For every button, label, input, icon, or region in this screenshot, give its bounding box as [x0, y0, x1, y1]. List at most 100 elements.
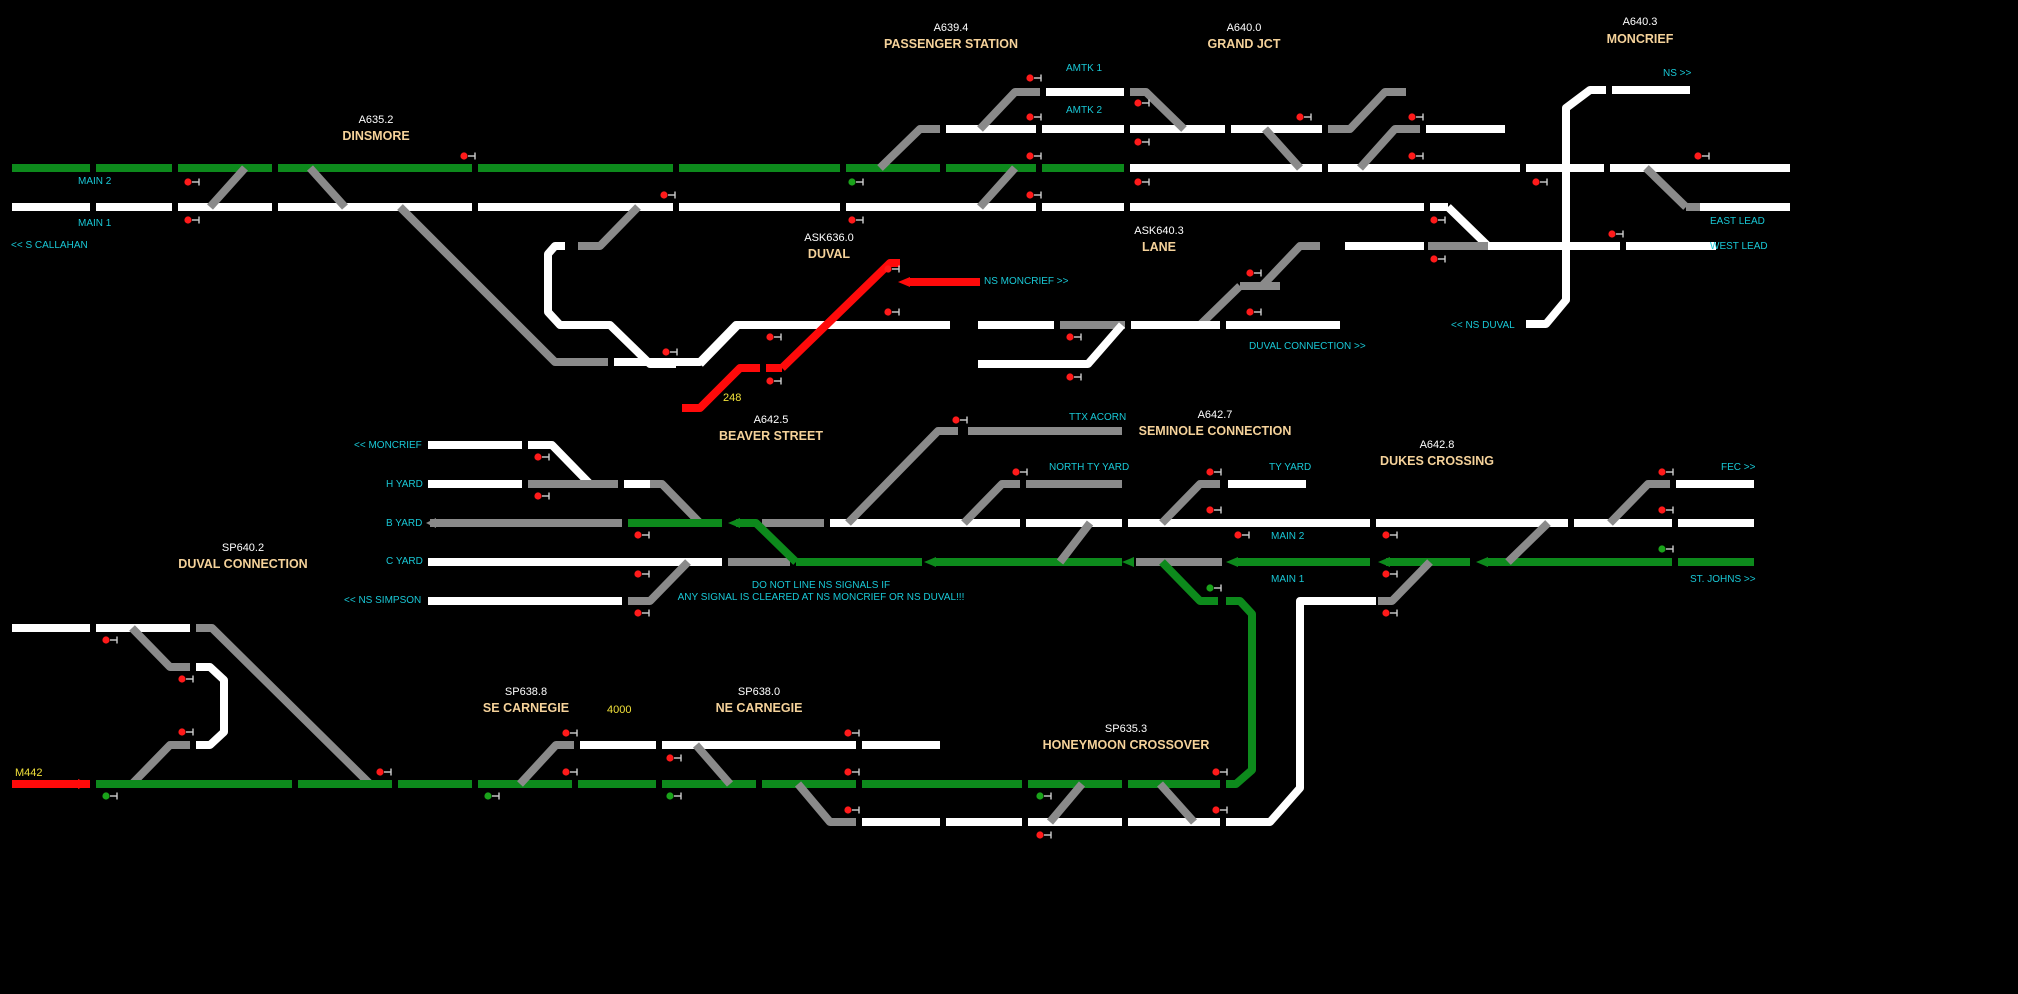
signal-stop[interactable] [660, 191, 676, 199]
milepost-label: SP635.3 [1104, 723, 1148, 735]
milepost-label: ASK640.3 [1134, 225, 1184, 237]
signal-stop[interactable] [562, 729, 578, 737]
signal-stop[interactable] [1532, 178, 1548, 186]
signal-stop[interactable] [534, 453, 550, 461]
signal-stop[interactable] [1134, 138, 1150, 146]
seminole-route[interactable] [1159, 559, 1218, 605]
track-label-main1-mid: MAIN 1 [1271, 574, 1305, 585]
crossover-dinsmore-2[interactable] [307, 165, 348, 210]
train-tag-m442[interactable]: M442 [15, 767, 43, 779]
ns-diamond[interactable] [1562, 86, 1606, 168]
signal-stop[interactable] [1066, 333, 1082, 341]
signal-stop[interactable] [1246, 269, 1262, 277]
signal-stop[interactable] [634, 570, 650, 578]
signal-stop[interactable] [1026, 191, 1042, 199]
signal-stop[interactable] [1026, 113, 1042, 121]
track-label-b-yard: B YARD [386, 518, 423, 529]
track-label-ns-up: NS >> [1663, 68, 1692, 79]
warning-line-2: ANY SIGNAL IS CLEARED AT NS MONCRIEF OR … [677, 592, 965, 603]
signal-stop[interactable] [666, 754, 682, 762]
signal-stop[interactable] [1246, 308, 1262, 316]
station-name: GRAND JCT [1207, 37, 1281, 51]
duval-branch[interactable] [397, 204, 608, 366]
signals[interactable] [102, 74, 1710, 839]
signal-stop[interactable] [1430, 255, 1446, 263]
signal-clear[interactable] [1206, 584, 1222, 592]
train-tag-4000[interactable]: 4000 [607, 704, 632, 716]
signal-stop[interactable] [460, 152, 476, 160]
signal-stop[interactable] [1296, 113, 1312, 121]
signal-stop[interactable] [844, 729, 860, 737]
signal-stop[interactable] [766, 333, 782, 341]
milepost-label: SP638.0 [737, 686, 781, 698]
signal-clear[interactable] [484, 792, 500, 800]
signal-stop[interactable] [184, 178, 200, 186]
station-name: HONEYMOON CROSSOVER [1042, 738, 1210, 752]
signal-stop[interactable] [184, 216, 200, 224]
signal-stop[interactable] [1382, 570, 1398, 578]
signal-stop[interactable] [376, 768, 392, 776]
signal-stop[interactable] [1134, 178, 1150, 186]
signal-stop[interactable] [1206, 468, 1222, 476]
signal-stop[interactable] [1206, 506, 1222, 514]
track-label-s-callahan: << S CALLAHAN [11, 240, 88, 251]
signal-stop[interactable] [178, 675, 194, 683]
signal-clear[interactable] [1658, 545, 1674, 553]
signal-stop[interactable] [766, 377, 782, 385]
signal-stop[interactable] [848, 216, 864, 224]
track-label-fec: FEC >> [1721, 462, 1756, 473]
signal-stop[interactable] [1608, 230, 1624, 238]
signal-stop[interactable] [1658, 506, 1674, 514]
signal-stop[interactable] [844, 806, 860, 814]
signal-stop[interactable] [178, 728, 194, 736]
signal-stop[interactable] [1382, 531, 1398, 539]
signal-stop[interactable] [662, 348, 678, 356]
signal-stop[interactable] [884, 265, 900, 273]
signal-stop[interactable] [1026, 74, 1042, 82]
track-label-ns-simpson: << NS SIMPSON [344, 595, 422, 606]
track-label-st-johns: ST. JOHNS >> [1690, 574, 1756, 585]
signal-clear[interactable] [848, 178, 864, 186]
signal-stop[interactable] [1408, 113, 1424, 121]
warning-line-1: DO NOT LINE NS SIGNALS IF [751, 580, 891, 591]
signal-stop[interactable] [884, 308, 900, 316]
signal-stop[interactable] [562, 768, 578, 776]
track-label-main2-mid: MAIN 2 [1271, 531, 1305, 542]
signal-stop[interactable] [1026, 152, 1042, 160]
signal-stop[interactable] [844, 768, 860, 776]
track-label-ns-moncrief: NS MONCRIEF >> [984, 276, 1069, 287]
warning-notice: DO NOT LINE NS SIGNALS IF ANY SIGNAL IS … [678, 580, 965, 604]
signal-stop[interactable] [952, 416, 968, 424]
signal-stop[interactable] [1212, 806, 1228, 814]
signal-clear[interactable] [666, 792, 682, 800]
milepost-label: A640.0 [1226, 22, 1262, 34]
signal-stop[interactable] [1658, 468, 1674, 476]
crossover-dinsmore-1[interactable] [207, 165, 248, 210]
train-tag-248[interactable]: 248 [723, 392, 742, 404]
signal-stop[interactable] [534, 492, 550, 500]
signal-stop[interactable] [1036, 831, 1052, 839]
signal-stop[interactable] [634, 609, 650, 617]
track-label-amtk2: AMTK 2 [1066, 105, 1103, 116]
signal-clear[interactable] [1036, 792, 1052, 800]
track-label-main2-upper: MAIN 2 [78, 176, 112, 187]
signal-stop[interactable] [1134, 99, 1150, 107]
signal-stop[interactable] [1382, 609, 1398, 617]
main-1-upper[interactable] [12, 203, 1790, 250]
duval-loop[interactable] [544, 242, 676, 368]
signal-stop[interactable] [1234, 531, 1250, 539]
signal-stop[interactable] [634, 531, 650, 539]
signal-stop[interactable] [1694, 152, 1710, 160]
signal-stop[interactable] [1430, 216, 1446, 224]
signal-stop[interactable] [1212, 768, 1228, 776]
signal-stop[interactable] [1012, 468, 1028, 476]
passenger-lead[interactable] [877, 125, 940, 171]
milepost-label: A642.7 [1197, 409, 1233, 421]
station-name: DUKES CROSSING [1380, 454, 1494, 468]
signal-stop[interactable] [1066, 373, 1082, 381]
signal-stop[interactable] [102, 636, 118, 644]
occupied-route-248[interactable] [682, 259, 980, 412]
signal-stop[interactable] [1408, 152, 1424, 160]
signal-clear[interactable] [102, 792, 118, 800]
